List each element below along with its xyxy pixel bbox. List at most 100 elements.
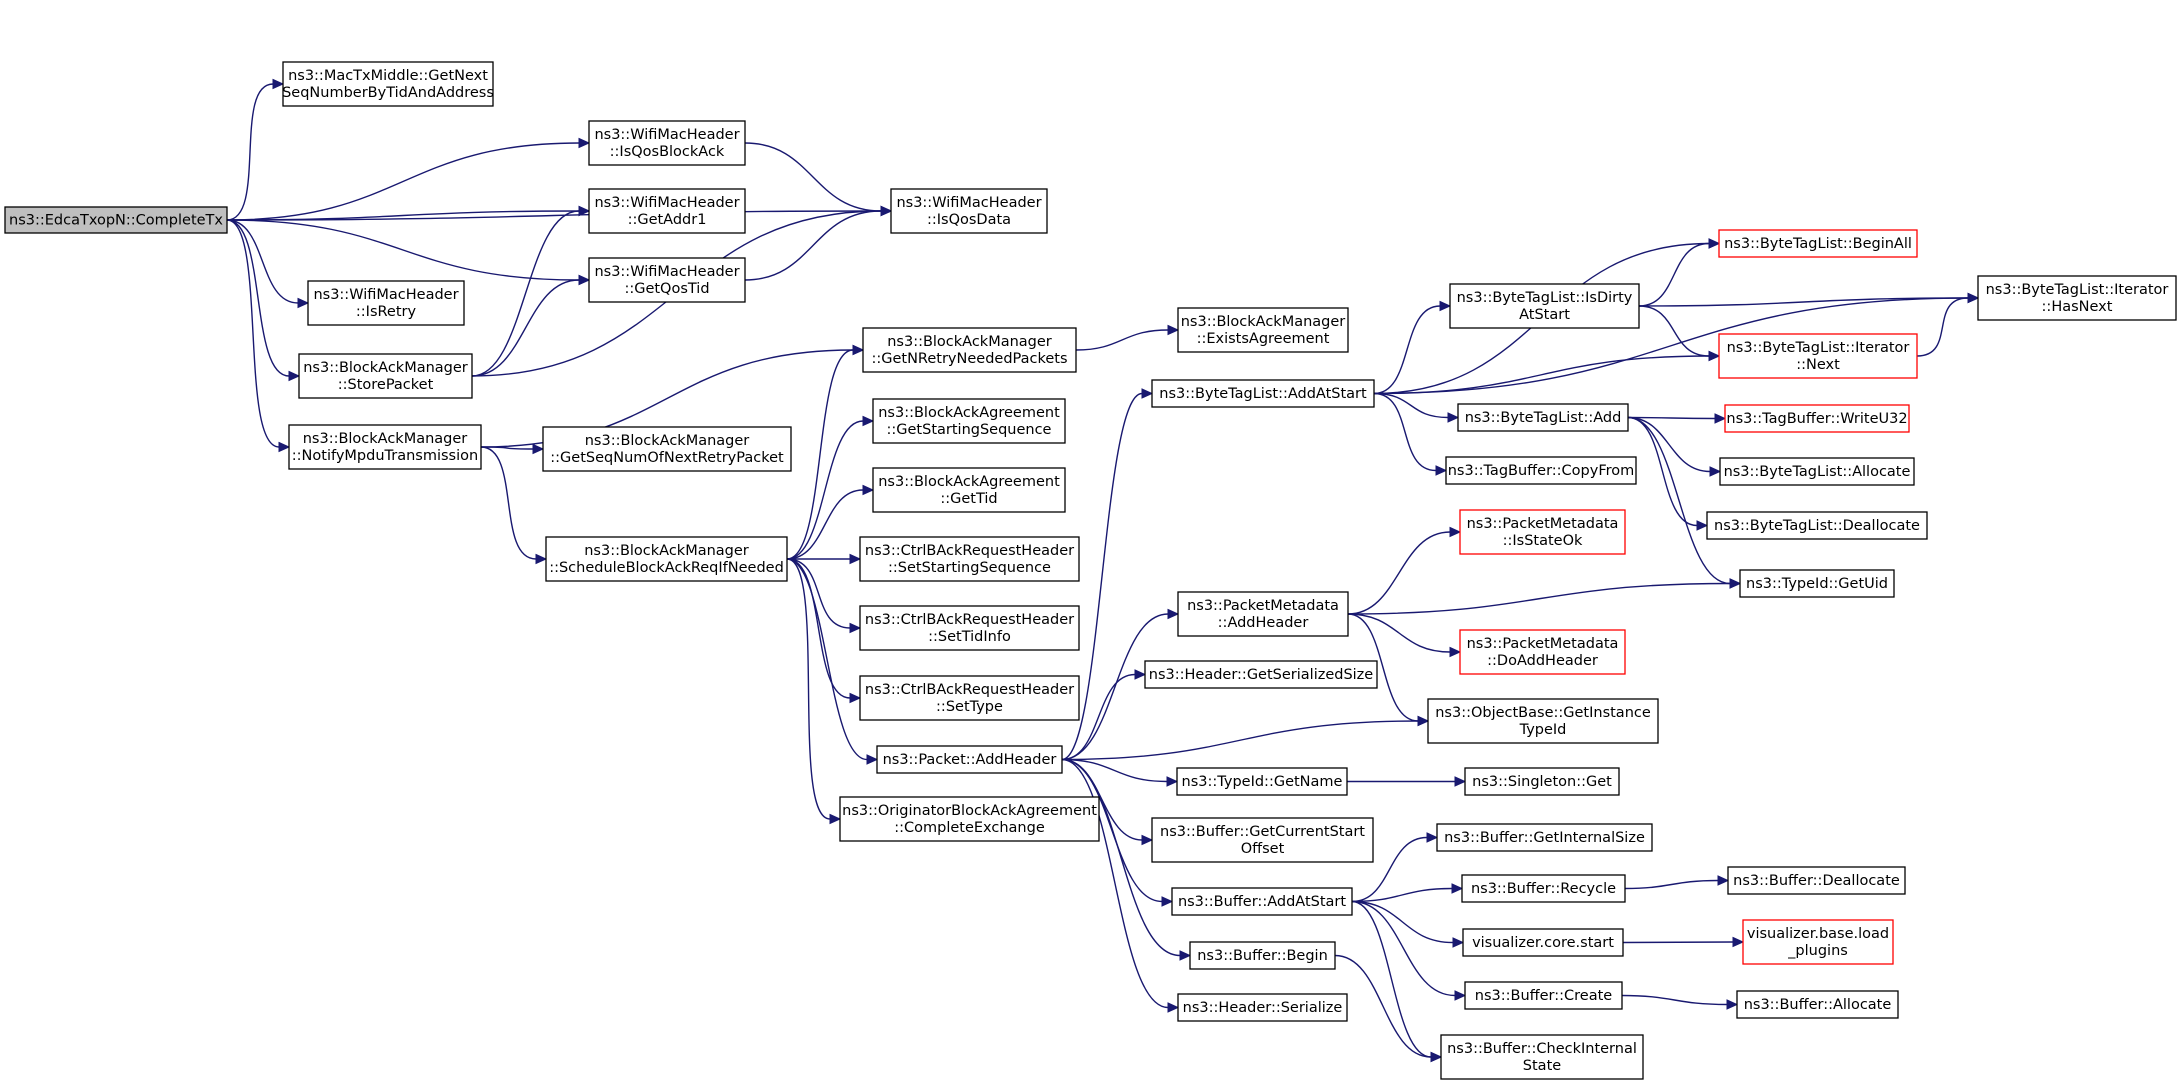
edge-line: [1627, 416, 1731, 585]
arrow-head-icon: [1179, 950, 1192, 961]
node-ns3-blockackmanager-getseqnumofnextretrypacket[interactable]: ns3::BlockAckManager::GetSeqNumOfNextRet…: [542, 426, 792, 472]
arrow-head-icon: [1426, 832, 1439, 843]
edge-ns3-bytetaglist-isdirtyatstart-to-ns3-bytetaglist-iterator-hasnext: [1638, 292, 1980, 307]
edge-ns3-bytetaglist-isdirtyatstart-to-ns3-bytetaglist-beginall: [1638, 238, 1721, 307]
node-ns3-packetmetadata-doaddheader[interactable]: ns3::PacketMetadata::DoAddHeader: [1459, 629, 1626, 675]
node-ns3-buffer-deallocate[interactable]: ns3::Buffer::Deallocate: [1727, 866, 1906, 895]
arrow-head-icon: [535, 553, 548, 565]
arrow-head-icon: [1451, 883, 1464, 894]
edge-line: [786, 558, 831, 820]
node-ns3-bytetaglist-iterator-next[interactable]: ns3::ByteTagList::Iterator::Next: [1718, 333, 1918, 379]
edge-line: [1373, 305, 1441, 395]
node-label: ns3::ByteTagList::Iterator: [1986, 282, 2169, 298]
node-ns3-header-serialize[interactable]: ns3::Header::Serialize: [1177, 993, 1348, 1022]
edge-ns3-packet-addheader-to-ns3-buffer-begin: [1061, 758, 1192, 961]
node-label: ::ExistsAgreement: [1197, 331, 1330, 347]
node-ns3-wifimacheader-getaddr1[interactable]: ns3::WifiMacHeader::GetAddr1: [588, 188, 746, 234]
node-ns3-buffer-allocate[interactable]: ns3::Buffer::Allocate: [1736, 990, 1899, 1019]
edge-line: [786, 489, 864, 560]
arrow-head-icon: [1708, 350, 1721, 362]
edge-line: [1373, 392, 1449, 419]
node-ns3-bytetaglist-addatstart[interactable]: ns3::ByteTagList::AddAtStart: [1151, 379, 1375, 408]
node-ns3-edcatxopn-completetx[interactable]: ns3::EdcaTxopN::CompleteTx: [4, 206, 228, 234]
node-ns3-mactxmiddle-getnextseqnumberbytidandaddress[interactable]: ns3::MacTxMiddle::GetNextSeqNumberByTidA…: [282, 61, 494, 107]
node-label: ns3::ByteTagList::Iterator: [1727, 340, 1910, 356]
node-ns3-typeid-getuid[interactable]: ns3::TypeId::GetUid: [1739, 569, 1895, 598]
node-visualizer-core-start[interactable]: visualizer.core.start: [1462, 928, 1624, 957]
node-ns3-bytetaglist-allocate[interactable]: ns3::ByteTagList::Allocate: [1719, 457, 1915, 486]
node-ns3-wifimacheader-isqosdata[interactable]: ns3::WifiMacHeader::IsQosData: [890, 188, 1048, 234]
node-ns3-packetmetadata-addheader[interactable]: ns3::PacketMetadata::AddHeader: [1177, 591, 1349, 637]
edge-ns3-packet-addheader-to-ns3-bytetaglist-addatstart: [1061, 388, 1154, 761]
node-ns3-packetmetadata-isstateok[interactable]: ns3::PacketMetadata::IsStateOk: [1459, 509, 1626, 555]
node-ns3-buffer-begin[interactable]: ns3::Buffer::Begin: [1189, 941, 1336, 970]
edge-ns3-typeid-getname-to-ns3-singleton-get: [1347, 776, 1467, 787]
node-label: ns3::Header::GetSerializedSize: [1149, 667, 1374, 683]
arrow-head-icon: [862, 484, 875, 496]
node-label: _plugins: [1787, 943, 1848, 959]
node-label: ns3::TagBuffer::WriteU32: [1726, 411, 1907, 427]
edge-line: [1061, 673, 1136, 761]
node-label: ns3::BlockAckManager: [303, 360, 468, 376]
node-label: ::NotifyMpduTransmission: [292, 448, 478, 464]
node-label: ns3::Packet::AddHeader: [883, 752, 1057, 768]
node-ns3-ctrlbackrequestheader-settype[interactable]: ns3::CtrlBAckRequestHeader::SetType: [859, 675, 1080, 721]
arrow-head-icon: [1454, 990, 1467, 1001]
node-box: [1464, 981, 1623, 1010]
edge-line: [1061, 613, 1169, 761]
node-ns3-typeid-getname[interactable]: ns3::TypeId::GetName: [1176, 767, 1348, 796]
node-ns3-ctrlbackrequestheader-settidinfo[interactable]: ns3::CtrlBAckRequestHeader::SetTidInfo: [859, 605, 1080, 651]
node-ns3-packet-addheader[interactable]: ns3::Packet::AddHeader: [876, 745, 1063, 774]
node-ns3-buffer-addatstart[interactable]: ns3::Buffer::AddAtStart: [1171, 887, 1353, 916]
node-ns3-tagbuffer-writeu32[interactable]: ns3::TagBuffer::WriteU32: [1724, 404, 1910, 433]
node-ns3-bytetaglist-iterator-hasnext[interactable]: ns3::ByteTagList::Iterator::HasNext: [1977, 275, 2177, 321]
node-ns3-wifimacheader-getqostid[interactable]: ns3::WifiMacHeader::GetQosTid: [588, 257, 746, 303]
node-label: ns3::Buffer::Begin: [1197, 948, 1328, 964]
node-ns3-bytetaglist-deallocate[interactable]: ns3::ByteTagList::Deallocate: [1706, 511, 1928, 540]
edge-line: [1622, 941, 1734, 944]
node-label: ns3::WifiMacHeader: [594, 195, 739, 211]
node-box: [890, 188, 1048, 234]
node-ns3-blockackagreement-gettid[interactable]: ns3::BlockAckAgreement::GetTid: [872, 467, 1066, 513]
node-ns3-blockackmanager-existsagreement[interactable]: ns3::BlockAckManager::ExistsAgreement: [1177, 307, 1349, 353]
node-ns3-buffer-recycle[interactable]: ns3::Buffer::Recycle: [1461, 874, 1626, 903]
edge-ns3-bytetaglist-iterator-next-to-ns3-bytetaglist-iterator-hasnext: [1916, 292, 1980, 357]
arrow-head-icon: [849, 622, 862, 634]
node-ns3-blockackagreement-getstartingsequence[interactable]: ns3::BlockAckAgreement::GetStartingSeque…: [872, 398, 1066, 444]
node-box: [859, 536, 1080, 582]
node-ns3-header-getserializedsize[interactable]: ns3::Header::GetSerializedSize: [1144, 660, 1378, 689]
arrow-head-icon: [1696, 520, 1709, 531]
node-ns3-bytetaglist-beginall[interactable]: ns3::ByteTagList::BeginAll: [1718, 229, 1918, 258]
arrow-head-icon: [578, 205, 591, 217]
edge-ns3-buffer-begin-to-ns3-buffer-checkinternalstate: [1334, 954, 1443, 1063]
edge-line: [1347, 531, 1451, 615]
node-ns3-ctrlbackrequestheader-setstartingsequence[interactable]: ns3::CtrlBAckRequestHeader::SetStartingS…: [859, 536, 1080, 582]
node-ns3-originatorblockackagreement-completeexchange[interactable]: ns3::OriginatorBlockAckAgreement::Comple…: [839, 796, 1100, 842]
node-ns3-blockackmanager-notifympdutransmission[interactable]: ns3::BlockAckManager::NotifyMpduTransmis…: [288, 424, 482, 470]
node-box: [1171, 887, 1353, 916]
node-label: ns3::ByteTagList::BeginAll: [1724, 236, 1912, 252]
node-box: [1144, 660, 1378, 689]
node-box: [542, 426, 792, 472]
edge-ns3-buffer-addatstart-to-ns3-buffer-create: [1351, 900, 1467, 1001]
node-box: [1724, 404, 1910, 433]
node-ns3-tagbuffer-copyfrom[interactable]: ns3::TagBuffer::CopyFrom: [1445, 456, 1637, 485]
node-ns3-buffer-create[interactable]: ns3::Buffer::Create: [1464, 981, 1623, 1010]
edge-line: [1351, 900, 1456, 997]
node-label: ns3::CtrlBAckRequestHeader: [865, 543, 1074, 559]
node-ns3-wifimacheader-isqosblockack[interactable]: ns3::WifiMacHeader::IsQosBlockAck: [588, 120, 746, 166]
node-ns3-blockackmanager-storepacket[interactable]: ns3::BlockAckManager::StorePacket: [298, 353, 473, 399]
node-ns3-blockackmanager-getnretryneededpackets[interactable]: ns3::BlockAckManager::GetNRetryNeededPac…: [862, 327, 1077, 373]
node-ns3-bytetaglist-add[interactable]: ns3::ByteTagList::Add: [1457, 403, 1629, 432]
edge-line: [1373, 297, 1969, 395]
node-visualizer-base-load-plugins[interactable]: visualizer.base.load_plugins: [1742, 919, 1894, 965]
node-ns3-blockackmanager-scheduleblockackreqifneeded[interactable]: ns3::BlockAckManager::ScheduleBlockAckRe…: [545, 536, 788, 582]
node-ns3-buffer-getinternalsize[interactable]: ns3::Buffer::GetInternalSize: [1436, 823, 1653, 852]
node-ns3-wifimacheader-isretry[interactable]: ns3::WifiMacHeader::IsRetry: [307, 280, 465, 326]
node-ns3-singleton-get[interactable]: ns3::Singleton::Get: [1464, 767, 1620, 796]
